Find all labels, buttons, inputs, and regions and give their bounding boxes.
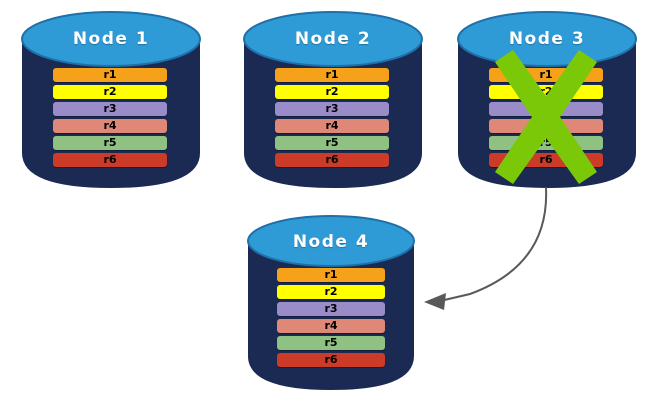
node-4-row-r4[interactable]: r4 bbox=[277, 319, 385, 333]
node-2-row-r2[interactable]: r2 bbox=[275, 85, 389, 99]
node-3-rows: r1 r2 r3 r4 r5 r6 bbox=[489, 68, 603, 167]
node-2[interactable]: Node 2 r1 r2 r3 r4 r5 r6 bbox=[243, 8, 423, 188]
node-3-row-r5[interactable]: r5 bbox=[489, 136, 603, 150]
node-1-row-r1[interactable]: r1 bbox=[53, 68, 167, 82]
node-2-row-r4[interactable]: r4 bbox=[275, 119, 389, 133]
node-2-row-r1[interactable]: r1 bbox=[275, 68, 389, 82]
node-2-row-r5[interactable]: r5 bbox=[275, 136, 389, 150]
node-1[interactable]: Node 1 r1 r2 r3 r4 r5 r6 bbox=[21, 8, 201, 188]
node-4-row-r3[interactable]: r3 bbox=[277, 302, 385, 316]
node-4[interactable]: Node 4 r1 r2 r3 r4 r5 r6 bbox=[247, 212, 415, 390]
node-1-row-r5[interactable]: r5 bbox=[53, 136, 167, 150]
node-3-row-r6[interactable]: r6 bbox=[489, 153, 603, 167]
node-3-row-r4[interactable]: r4 bbox=[489, 119, 603, 133]
node-2-row-r3[interactable]: r3 bbox=[275, 102, 389, 116]
node-1-rows: r1 r2 r3 r4 r5 r6 bbox=[53, 68, 167, 167]
node-4-row-r6[interactable]: r6 bbox=[277, 353, 385, 367]
node-2-rows: r1 r2 r3 r4 r5 r6 bbox=[275, 68, 389, 167]
node-1-row-r3[interactable]: r3 bbox=[53, 102, 167, 116]
node-4-rows: r1 r2 r3 r4 r5 r6 bbox=[277, 268, 385, 367]
node-2-row-r6[interactable]: r6 bbox=[275, 153, 389, 167]
node-3-row-r1[interactable]: r1 bbox=[489, 68, 603, 82]
node-1-row-r4[interactable]: r4 bbox=[53, 119, 167, 133]
node-1-row-r2[interactable]: r2 bbox=[53, 85, 167, 99]
node-4-row-r2[interactable]: r2 bbox=[277, 285, 385, 299]
node-3-row-r2[interactable]: r2 bbox=[489, 85, 603, 99]
node-3-row-r3[interactable]: r3 bbox=[489, 102, 603, 116]
node-4-row-r1[interactable]: r1 bbox=[277, 268, 385, 282]
node-3[interactable]: Node 3 r1 r2 r3 r4 r5 r6 bbox=[457, 8, 637, 188]
node-1-row-r6[interactable]: r6 bbox=[53, 153, 167, 167]
node-4-row-r5[interactable]: r5 bbox=[277, 336, 385, 350]
